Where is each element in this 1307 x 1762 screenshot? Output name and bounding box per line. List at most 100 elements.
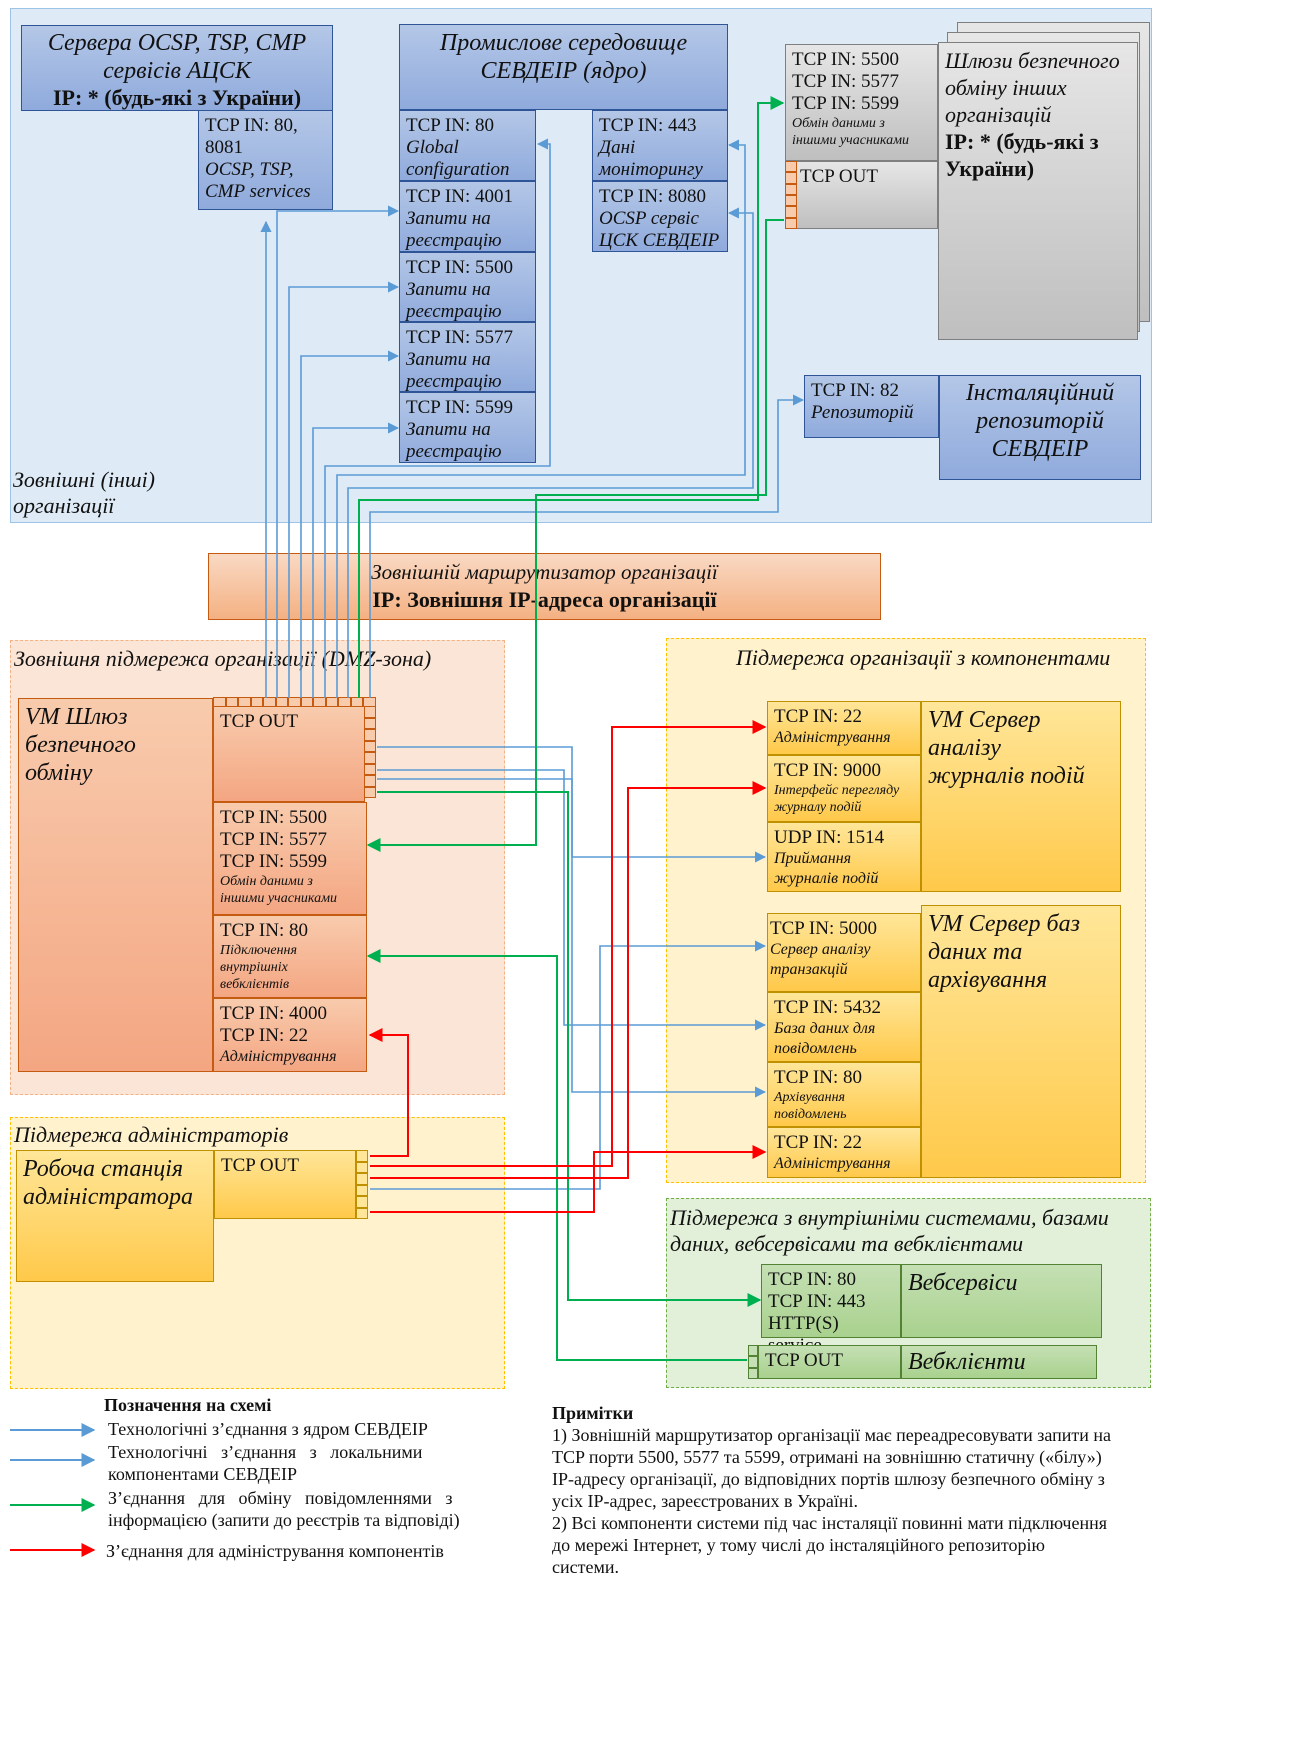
link-core-8080 [347, 207, 754, 698]
repo-port: TCP IN: 82 Репозиторій [804, 375, 939, 438]
vm-gateway-port-b-desc-3: вебклієнтів [220, 977, 290, 992]
webclients-title: Вебклієнти [908, 1349, 1026, 1375]
zone-dmz-label: Зовнішня підмережа організації (DMZ-зона… [14, 646, 432, 671]
repo-box: Інсталяційний репозиторій СЕВДЕІР [939, 375, 1141, 480]
core-port-5577-desc2: реєстрацію [406, 371, 502, 392]
repo-port-label: TCP IN: 82 [811, 380, 899, 401]
vm-gateway-out-side-strip [364, 706, 376, 798]
link-db-5432 [377, 769, 767, 1031]
gateways-main: Шлюзи безпечного обміну інших організаці… [938, 42, 1138, 340]
legend-item-1: Технологічні з’єднання з ядром СЕВДЕІР [108, 1418, 498, 1440]
ocsp-port-desc-2: CMP services [205, 181, 311, 202]
core-port-4001-label: TCP IN: 4001 [406, 186, 513, 207]
vm-gateway-port-5599: TCP IN: 5599 [220, 851, 327, 872]
log-port-9000-label: TCP IN: 9000 [774, 760, 881, 781]
db-port-80-label: TCP IN: 80 [774, 1067, 862, 1088]
core-port-443-desc2: моніторингу [599, 159, 703, 180]
zone-external-label: Зовнішні (інші) організації [13, 467, 156, 518]
db-port-5432-label: TCP IN: 5432 [774, 997, 881, 1018]
log-port-22-desc: Адміністрування [774, 729, 891, 746]
db-port-5432-desc2: повідомлень [774, 1040, 857, 1057]
admin-ws-out-strip [356, 1150, 368, 1219]
db-port-80-desc1: Архівування [774, 1090, 846, 1105]
legend-item-4-text: З’єднання для адміністрування компоненті… [106, 1541, 444, 1561]
vm-gateway-port-b-desc-1: Підключення [220, 943, 297, 958]
core-port-443-desc1: Дані [599, 137, 636, 158]
legend-item-3-text1: З’єднання для обміну повідомленнями з [108, 1488, 453, 1508]
note-2-line-3: системи. [552, 1557, 619, 1577]
link-admin-log-22 [370, 720, 767, 1167]
vm-gateway-title-2: безпечного обміну [25, 732, 136, 786]
db-port-22: TCP IN: 22 Адміністрування [767, 1127, 921, 1178]
gateways-ip-1: IP: * (будь-які з [945, 129, 1099, 154]
vm-gateway-ports-a-desc-1: Обмін даними з [220, 874, 313, 889]
log-port-9000: TCP IN: 9000 Інтерфейс перегляду журналу… [767, 755, 921, 822]
link-log-1514 [377, 746, 767, 863]
note-1-line-3: IP-адресу організації, до відповідних по… [552, 1469, 1105, 1489]
gateways-title-2: обміну інших [945, 75, 1067, 100]
webservices-box: Вебсервіси [901, 1264, 1102, 1338]
core-port-5577-label: TCP IN: 5577 [406, 327, 513, 348]
core-port-80: TCP IN: 80 Global configuration [399, 110, 536, 181]
db-port-5000-desc2: транзакцій [770, 961, 848, 978]
vm-gateway-port-c-desc: Адміністрування [220, 1048, 337, 1065]
legend-item-3-text2: інформацією (запити до реєстрів та відпо… [108, 1510, 460, 1530]
vm-gateway-port-5500: TCP IN: 5500 [220, 807, 327, 828]
core-port-5599-desc2: реєстрацію [406, 441, 502, 462]
notes-body: 1) Зовнішній маршрутизатор організації м… [552, 1424, 1152, 1578]
log-port-22: TCP IN: 22 Адміністрування [767, 701, 921, 755]
legend-item-1-text: Технологічні з’єднання з ядром СЕВДЕІР [108, 1419, 428, 1439]
repo-title-2: репозиторій [976, 408, 1104, 434]
core-port-80-desc1: Global [406, 137, 459, 158]
log-port-22-label: TCP IN: 22 [774, 706, 862, 727]
link-core-4001 [276, 205, 400, 698]
ocsp-ip: IP: * (будь-які з України) [52, 85, 302, 110]
gateways-port-5599: TCP IN: 5599 [792, 93, 899, 114]
db-port-5000-desc1: Сервер аналізу [770, 941, 871, 958]
core-port-443: TCP IN: 443 Дані моніторингу [592, 110, 728, 181]
vm-gateway-out: TCP OUT [213, 706, 365, 802]
ocsp-port-1: TCP IN: 80, [205, 115, 298, 136]
log-port-1514-desc2: журналів подій [774, 870, 879, 887]
log-server-box: VM Сервер аналізу журналів подій [921, 701, 1121, 892]
router-title: Зовнішній маршрутизатор організації [371, 560, 718, 584]
core-title-1: Промислове середовище [439, 30, 688, 56]
link-core-5577 [300, 350, 400, 698]
db-port-22-label: TCP IN: 22 [774, 1132, 862, 1153]
ocsp-port-box: TCP IN: 80, 8081 OCSP, TSP, CMP services [198, 110, 333, 210]
core-port-4001: TCP IN: 4001 Запити на реєстрацію [399, 181, 536, 252]
core-port-80-label: TCP IN: 80 [406, 115, 494, 136]
db-server-box: VM Сервер баз даних та архівування [921, 905, 1121, 1178]
webclients-out: TCP OUT [758, 1345, 901, 1379]
link-admin-gateway [368, 1028, 409, 1157]
link-gateways-in [358, 96, 785, 698]
vm-gateway-ports-a: TCP IN: 5500 TCP IN: 5577 TCP IN: 5599 О… [213, 802, 367, 915]
link-db-5000 [370, 940, 767, 1190]
zone-components-label: Підмережа організації з компонентами [736, 645, 1111, 670]
link-core-443 [336, 139, 746, 698]
webservices-port-80: TCP IN: 80 [768, 1269, 856, 1290]
link-admin-log-9000 [370, 781, 767, 1179]
admin-ws-box: Робоча станція адміністратора [16, 1150, 214, 1282]
note-1-line-1: 1) Зовнішній маршрутизатор організації м… [552, 1425, 1111, 1445]
core-port-80-desc2: configuration [406, 159, 510, 180]
db-server-title-2: даних та [928, 939, 1023, 965]
link-core-80 [324, 138, 551, 698]
core-port-5500-desc2: реєстрацію [406, 301, 502, 322]
gateways-title-1: Шлюзи безпечного [945, 48, 1120, 73]
core-port-5577-desc1: Запити на [406, 349, 491, 370]
db-port-22-desc: Адміністрування [774, 1155, 891, 1172]
log-port-9000-desc2: журналу подій [774, 800, 862, 815]
link-admin-db-22 [370, 1145, 767, 1213]
note-2-line-2: до мережі Інтернет, у тому числі до інст… [552, 1535, 1045, 1555]
core-title-2: СЕВДЕІР (ядро) [480, 58, 647, 84]
gateways-port-5577: TCP IN: 5577 [792, 71, 899, 92]
core-port-8080-desc2: ЦСК СЕВДЕІР [599, 230, 720, 251]
db-server-title-3: архівування [928, 967, 1048, 993]
ocsp-title-1: Сервера OCSP, TSP, CMP [47, 30, 307, 56]
link-webservices [377, 791, 762, 1307]
link-core-5599 [312, 422, 400, 698]
core-port-8080: TCP IN: 8080 OCSP сервіс ЦСК СЕВДЕІР [592, 181, 728, 252]
vm-gateway-ports-a-desc-2: іншими учасниками [220, 891, 338, 906]
